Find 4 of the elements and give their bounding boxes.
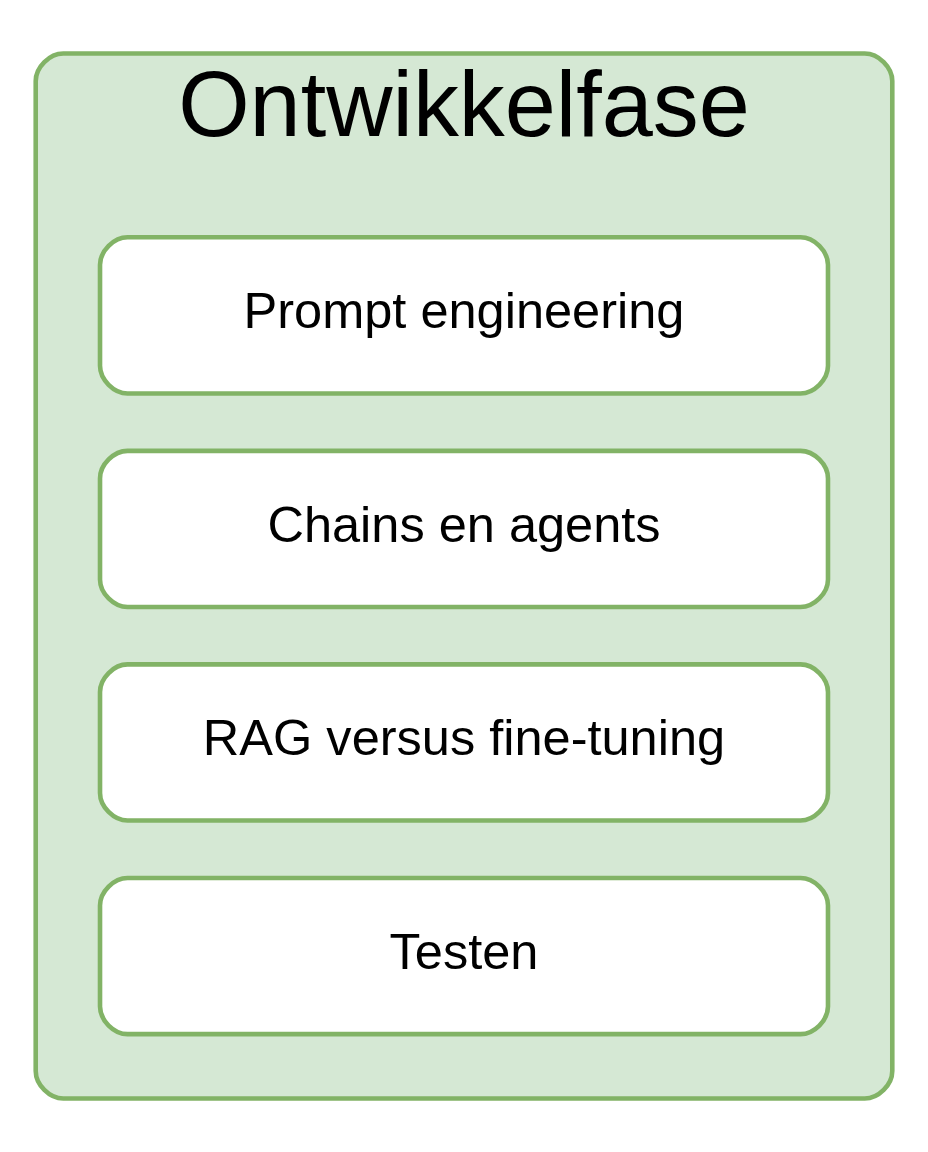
node-box: Chains en agents [97, 448, 831, 610]
node-box: Testen [97, 875, 831, 1037]
node-box: RAG versus fine-tuning [97, 662, 831, 823]
node-box: Prompt engineering [97, 234, 831, 396]
